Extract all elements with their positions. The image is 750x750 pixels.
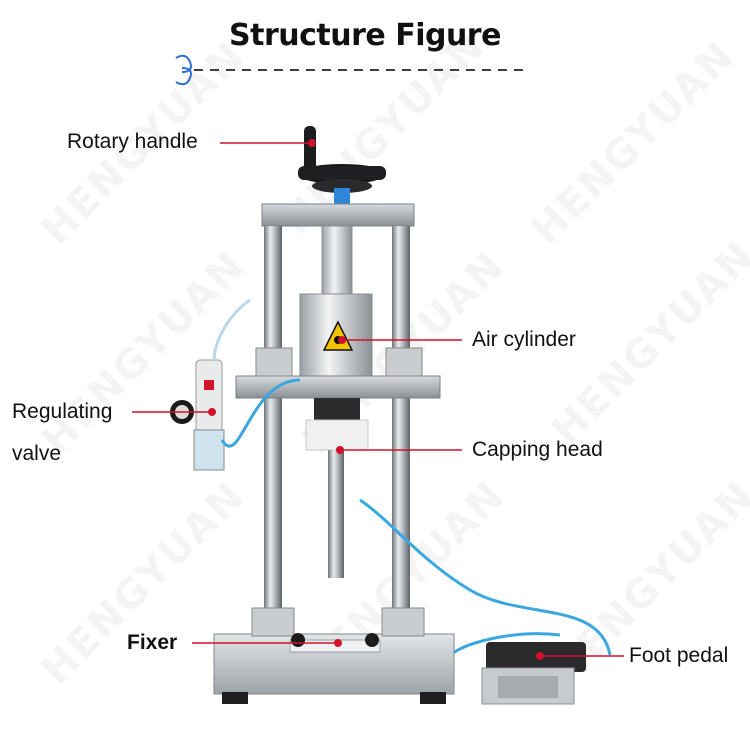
top-plate bbox=[261, 203, 415, 227]
guide-rod bbox=[392, 226, 410, 626]
label-rotary-handle: Rotary handle bbox=[67, 130, 198, 153]
label-capping-head: Capping head bbox=[472, 438, 603, 461]
base-part bbox=[213, 607, 455, 704]
air-hose bbox=[359, 498, 612, 656]
label-foot-pedal: Foot pedal bbox=[629, 644, 729, 667]
label-fixer: Fixer bbox=[127, 631, 178, 654]
label-air-cylinder: Air cylinder bbox=[472, 328, 576, 351]
air-cylinder-part bbox=[299, 293, 373, 377]
regulating-valve-part bbox=[170, 359, 225, 471]
guide-rod bbox=[264, 226, 282, 626]
label-regulating-valve-line2: valve bbox=[12, 442, 62, 465]
air-hose bbox=[220, 378, 301, 448]
leader-lines bbox=[132, 142, 624, 657]
label-regulating-valve-line1: Regulating bbox=[12, 400, 113, 423]
foot-pedal-part bbox=[481, 642, 586, 705]
leader-dots bbox=[208, 139, 544, 660]
capping-head-part bbox=[305, 398, 369, 578]
air-hose bbox=[449, 632, 561, 657]
diagram-title: Structure Figure bbox=[229, 18, 501, 53]
curl-ornament-icon bbox=[175, 54, 192, 86]
air-hose bbox=[212, 298, 251, 362]
